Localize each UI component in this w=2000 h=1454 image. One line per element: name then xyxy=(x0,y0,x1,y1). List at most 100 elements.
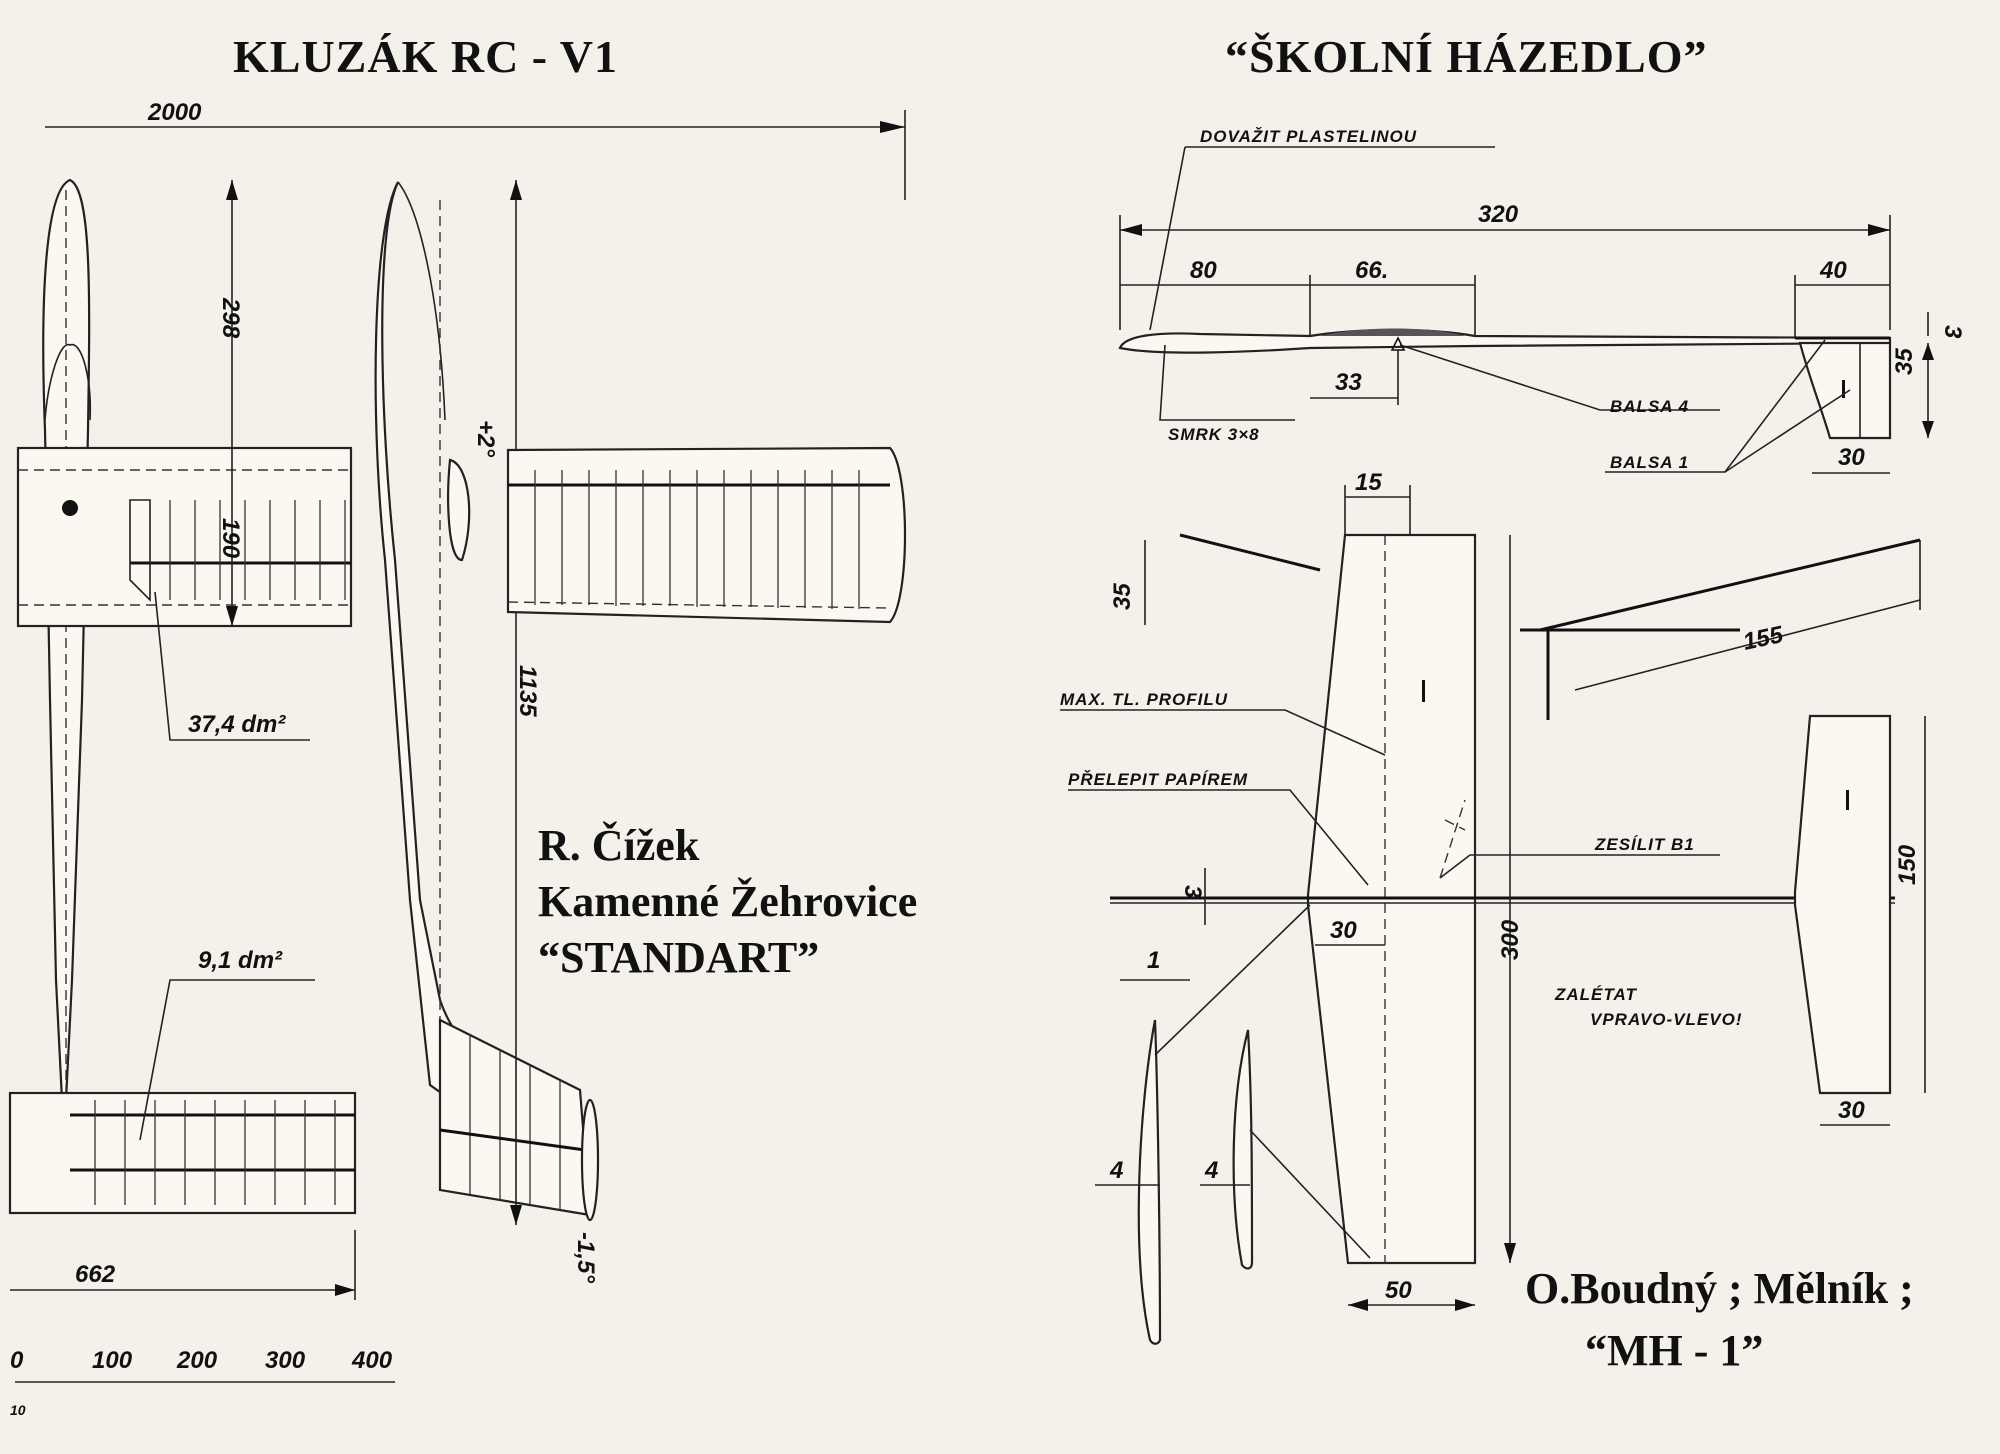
dim-fin-height: 35 xyxy=(1891,348,1918,375)
dim-wing-position: 66. xyxy=(1355,257,1388,284)
dim-stab-span: 662 xyxy=(75,1261,116,1288)
dim-wing-root: 30 xyxy=(1330,917,1357,944)
dim-section-b: 4 xyxy=(1204,1157,1218,1184)
left-plan-title: KLUZÁK RC - V1 xyxy=(233,31,619,82)
wing-right-half-view xyxy=(506,446,907,624)
rudder-edge xyxy=(580,1098,600,1222)
scale-footnote: 10 xyxy=(10,1402,26,1418)
half-span-dim-line xyxy=(1574,599,1921,691)
scale-tick-200: 200 xyxy=(176,1347,218,1374)
ballast-leader xyxy=(1149,146,1186,331)
canopy-side xyxy=(397,181,446,421)
scale-tick-400: 400 xyxy=(351,1347,393,1374)
fin-ribs xyxy=(439,1035,586,1210)
stabilizer-left-half xyxy=(8,1091,357,1215)
fuselage-side xyxy=(374,181,582,1132)
label-trim-2: VPRAVO-VLEVO! xyxy=(1590,1010,1742,1029)
airfoil-sections: 1 4 4 xyxy=(1095,904,1371,1345)
paper-leader xyxy=(1068,789,1369,886)
throw-glider-side-view: DOVAŽIT PLASTELINOU 320 80 66. 40 xyxy=(1118,127,1966,474)
section-b-leader xyxy=(1249,1129,1371,1259)
stab-planform xyxy=(1793,714,1892,1095)
balsa1-leader-2 xyxy=(1724,389,1851,473)
scale-tick-300: 300 xyxy=(265,1347,306,1374)
wing-area-label: 37,4 dm² xyxy=(188,711,286,738)
glider-top-view: 2000 xyxy=(8,99,906,1418)
wing-ribs xyxy=(534,470,860,609)
arrow-head xyxy=(1868,224,1890,236)
arrow-head xyxy=(1922,343,1934,360)
arrow-head xyxy=(335,1284,355,1296)
dim-fuselage-length: 1135 xyxy=(514,665,541,717)
dim-stab-span: 150 xyxy=(1894,844,1921,885)
wing-mark-2 xyxy=(1444,819,1466,831)
max-thickness-leader xyxy=(1060,709,1386,756)
credit-model-name: “MH - 1” xyxy=(1585,1326,1764,1375)
dim-boom: 3 xyxy=(1939,325,1966,339)
stab-mark xyxy=(1846,790,1849,810)
wing-mark xyxy=(1422,680,1425,702)
label-max-thickness: MAX. TL. PROFILU xyxy=(1060,690,1228,709)
dim-length: 320 xyxy=(1478,201,1519,228)
credit-model-name: “STANDART” xyxy=(538,933,820,982)
fuselage-side xyxy=(1118,328,1892,354)
reinforce-leader xyxy=(1439,854,1720,879)
credit-location: Kamenné Žehrovice xyxy=(538,877,918,926)
left-plan-credit: R. Čížek Kamenné Žehrovice “STANDART” xyxy=(538,818,917,986)
arrow-head xyxy=(880,121,905,133)
arrow-head xyxy=(226,606,238,626)
dim-nose: 80 xyxy=(1190,257,1217,284)
arrow-head xyxy=(1504,1243,1516,1263)
wing-profile-section xyxy=(1320,328,1465,336)
arrow-head xyxy=(226,180,238,200)
arrow-head xyxy=(510,1205,522,1225)
dim-rod: 3 xyxy=(1179,885,1206,899)
balsa4-leader xyxy=(1399,344,1720,411)
dim-nose-length: 298 xyxy=(217,297,244,339)
dim-fin-chord: 30 xyxy=(1838,444,1865,471)
stab-area-leader xyxy=(139,979,315,1141)
label-reinforce: ZESÍLIT B1 xyxy=(1594,835,1695,854)
throw-glider-top-view: 15 3 30 300 50 xyxy=(1060,469,1926,1311)
right-plan-credit: O.Boudný ; Mělník ; “MH - 1” xyxy=(1525,1258,1914,1382)
dim-wing-incidence: +2° xyxy=(472,420,499,457)
glider-side-view: 1135 +2° -1,5° xyxy=(374,180,600,1283)
wing-half-left-dihedral xyxy=(1179,533,1321,572)
arrow-head xyxy=(1455,1299,1475,1311)
label-trim-1: ZALÉTAT xyxy=(1554,985,1638,1004)
right-plan-title: “ŠKOLNÍ HÁZEDLO” xyxy=(1225,31,1708,82)
dim-dihedral: 35 xyxy=(1109,583,1136,610)
stab-section-profile xyxy=(1232,1029,1254,1270)
arrow-head xyxy=(1922,421,1934,438)
label-ballast: DOVAŽIT PLASTELINOU xyxy=(1200,127,1417,146)
dim-cg: 33 xyxy=(1335,369,1362,396)
wing-left-half xyxy=(16,446,353,628)
label-spruce: SMRK 3×8 xyxy=(1168,425,1260,444)
dim-tail-root: 40 xyxy=(1819,257,1847,284)
dim-wing-span: 300 xyxy=(1497,919,1524,960)
dim-section-top: 1 xyxy=(1147,947,1160,974)
wing-area-leader xyxy=(154,591,310,741)
credit-author: O.Boudný ; Mělník ; xyxy=(1525,1264,1914,1313)
wing-ribs xyxy=(169,500,346,600)
section-leader xyxy=(1154,904,1311,1056)
dim-section-a: 4 xyxy=(1109,1157,1123,1184)
vertical-fin xyxy=(438,1018,592,1217)
dim-tip-width: 15 xyxy=(1355,469,1382,496)
arrow-head xyxy=(1348,1299,1368,1311)
dim-half-span: 155 xyxy=(1741,621,1786,656)
throw-glider-front-view: 35 155 xyxy=(1109,533,1921,720)
label-balsa4: BALSA 4 xyxy=(1610,397,1689,416)
label-balsa1: BALSA 1 xyxy=(1610,453,1689,472)
dim-stab-incidence: -1,5° xyxy=(572,1232,599,1283)
dim-wing-tip: 50 xyxy=(1385,1277,1412,1304)
stab-ribs xyxy=(94,1100,336,1205)
cg-marker-icon xyxy=(62,500,78,516)
credit-author: R. Čížek xyxy=(538,821,700,870)
arrow-head xyxy=(1120,224,1142,236)
label-paper: PŘELEPIT PAPÍREM xyxy=(1068,770,1248,789)
scale-tick-100: 100 xyxy=(92,1347,133,1374)
wing-root-fairing xyxy=(447,458,471,562)
